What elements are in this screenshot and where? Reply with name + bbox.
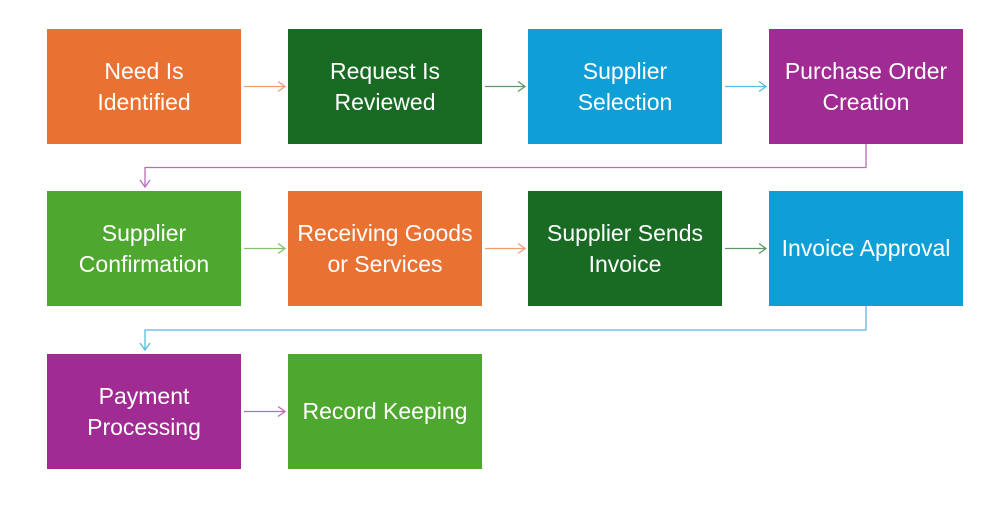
step-label: Need Is Identified <box>97 57 191 115</box>
arrowhead <box>517 80 527 93</box>
step-supplier-sends-invoice: Supplier Sends Invoice <box>528 191 722 306</box>
arrowhead <box>277 242 287 255</box>
step-label: Supplier Sends Invoice <box>547 219 703 277</box>
step-need-identified: Need Is Identified <box>47 29 241 144</box>
step-purchase-order-creation: Purchase Order Creation <box>769 29 963 144</box>
elbow-connector <box>144 144 867 187</box>
step-label: Supplier Confirmation <box>78 219 210 277</box>
arrowhead <box>139 179 151 189</box>
step-label: Purchase Order Creation <box>784 57 948 115</box>
arrowhead <box>517 242 527 255</box>
step-label: Request Is Reviewed <box>330 57 440 115</box>
step-label: Supplier Selection <box>577 57 673 115</box>
step-request-reviewed: Request Is Reviewed <box>288 29 482 144</box>
arrowhead <box>139 342 151 352</box>
step-label: Receiving Goods or Services <box>297 219 473 277</box>
step-record-keeping: Record Keeping <box>288 354 482 469</box>
step-label: Record Keeping <box>302 398 468 424</box>
step-payment-processing: Payment Processing <box>47 354 241 469</box>
step-invoice-approval: Invoice Approval <box>769 191 963 306</box>
elbow-connector <box>144 306 867 350</box>
arrowhead <box>758 242 768 255</box>
step-receiving-goods: Receiving Goods or Services <box>288 191 482 306</box>
arrowhead <box>758 80 768 93</box>
step-supplier-confirmation: Supplier Confirmation <box>47 191 241 306</box>
step-label: Payment Processing <box>87 382 201 440</box>
step-supplier-selection: Supplier Selection <box>528 29 722 144</box>
arrowhead <box>277 80 287 93</box>
step-label: Invoice Approval <box>781 235 951 261</box>
arrowhead <box>277 405 287 418</box>
